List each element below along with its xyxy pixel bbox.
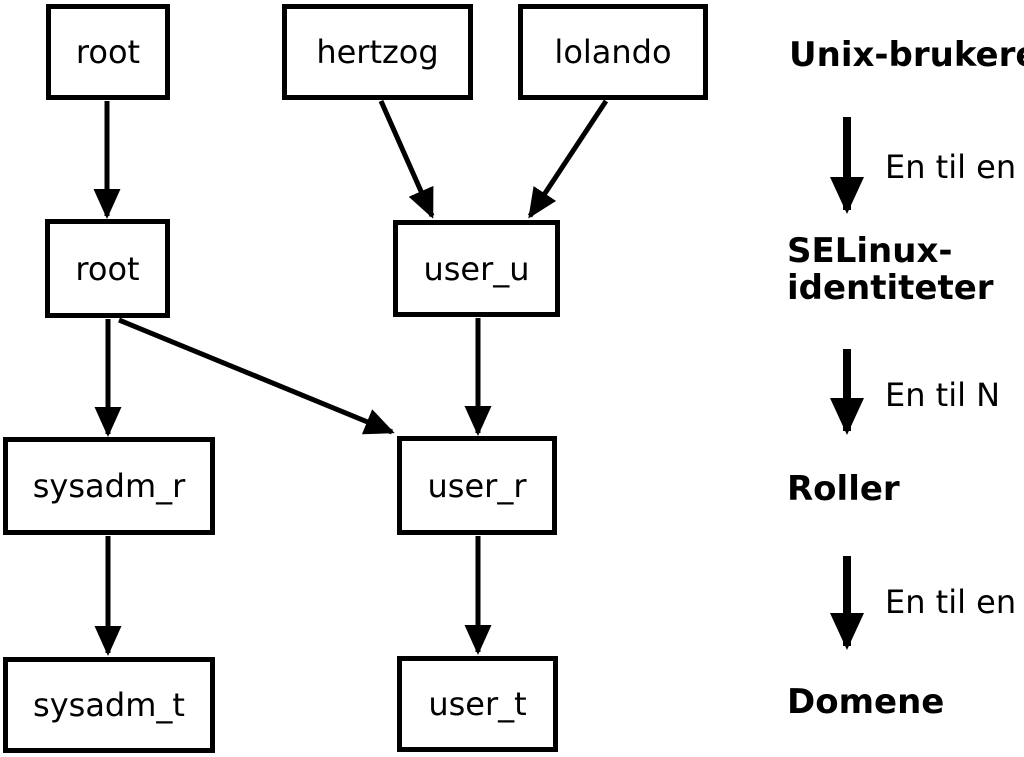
node-role-sysadm-r: sysadm_r bbox=[3, 437, 215, 535]
legend-roles-heading: Roller bbox=[787, 469, 900, 509]
node-selinux-user-u-label: user_u bbox=[423, 249, 530, 288]
node-selinux-root: root bbox=[45, 219, 170, 318]
legend-selinux-identities-line1: SELinux- bbox=[787, 231, 953, 271]
legend-selinux-identities-heading: SELinux- identiteter bbox=[787, 233, 994, 307]
node-unix-lolando: lolando bbox=[518, 4, 708, 100]
legend-one-to-one-label-2: En til en bbox=[885, 583, 1017, 621]
legend-selinux-identities-line2: identiteter bbox=[787, 268, 994, 308]
node-unix-lolando-label: lolando bbox=[554, 33, 672, 71]
node-domain-user-t-label: user_t bbox=[428, 685, 527, 723]
node-selinux-root-label: root bbox=[75, 249, 140, 288]
node-selinux-user-u: user_u bbox=[393, 220, 560, 317]
legend-unix-users-heading: Unix-brukere bbox=[789, 35, 1024, 75]
legend-one-to-one-label-1: En til en bbox=[885, 148, 1017, 186]
node-role-user-r-label: user_r bbox=[427, 466, 527, 505]
node-role-sysadm-r-label: sysadm_r bbox=[32, 467, 186, 505]
edge-selinux-root-to-user-r bbox=[118, 317, 395, 435]
legend-domains-heading: Domene bbox=[787, 682, 945, 722]
node-domain-user-t: user_t bbox=[397, 656, 558, 752]
node-role-user-r: user_r bbox=[397, 436, 557, 535]
edge-hertzog-to-user-u bbox=[378, 99, 435, 219]
node-domain-sysadm-t: sysadm_t bbox=[3, 657, 215, 753]
node-unix-hertzog: hertzog bbox=[282, 4, 473, 100]
legend-one-to-n-label: En til N bbox=[885, 376, 1001, 414]
edge-lolando-to-user-u bbox=[527, 99, 609, 219]
node-unix-root: root bbox=[46, 4, 170, 100]
node-unix-root-label: root bbox=[75, 33, 141, 71]
node-unix-hertzog-label: hertzog bbox=[316, 33, 439, 71]
node-domain-sysadm-t-label: sysadm_t bbox=[33, 686, 185, 724]
